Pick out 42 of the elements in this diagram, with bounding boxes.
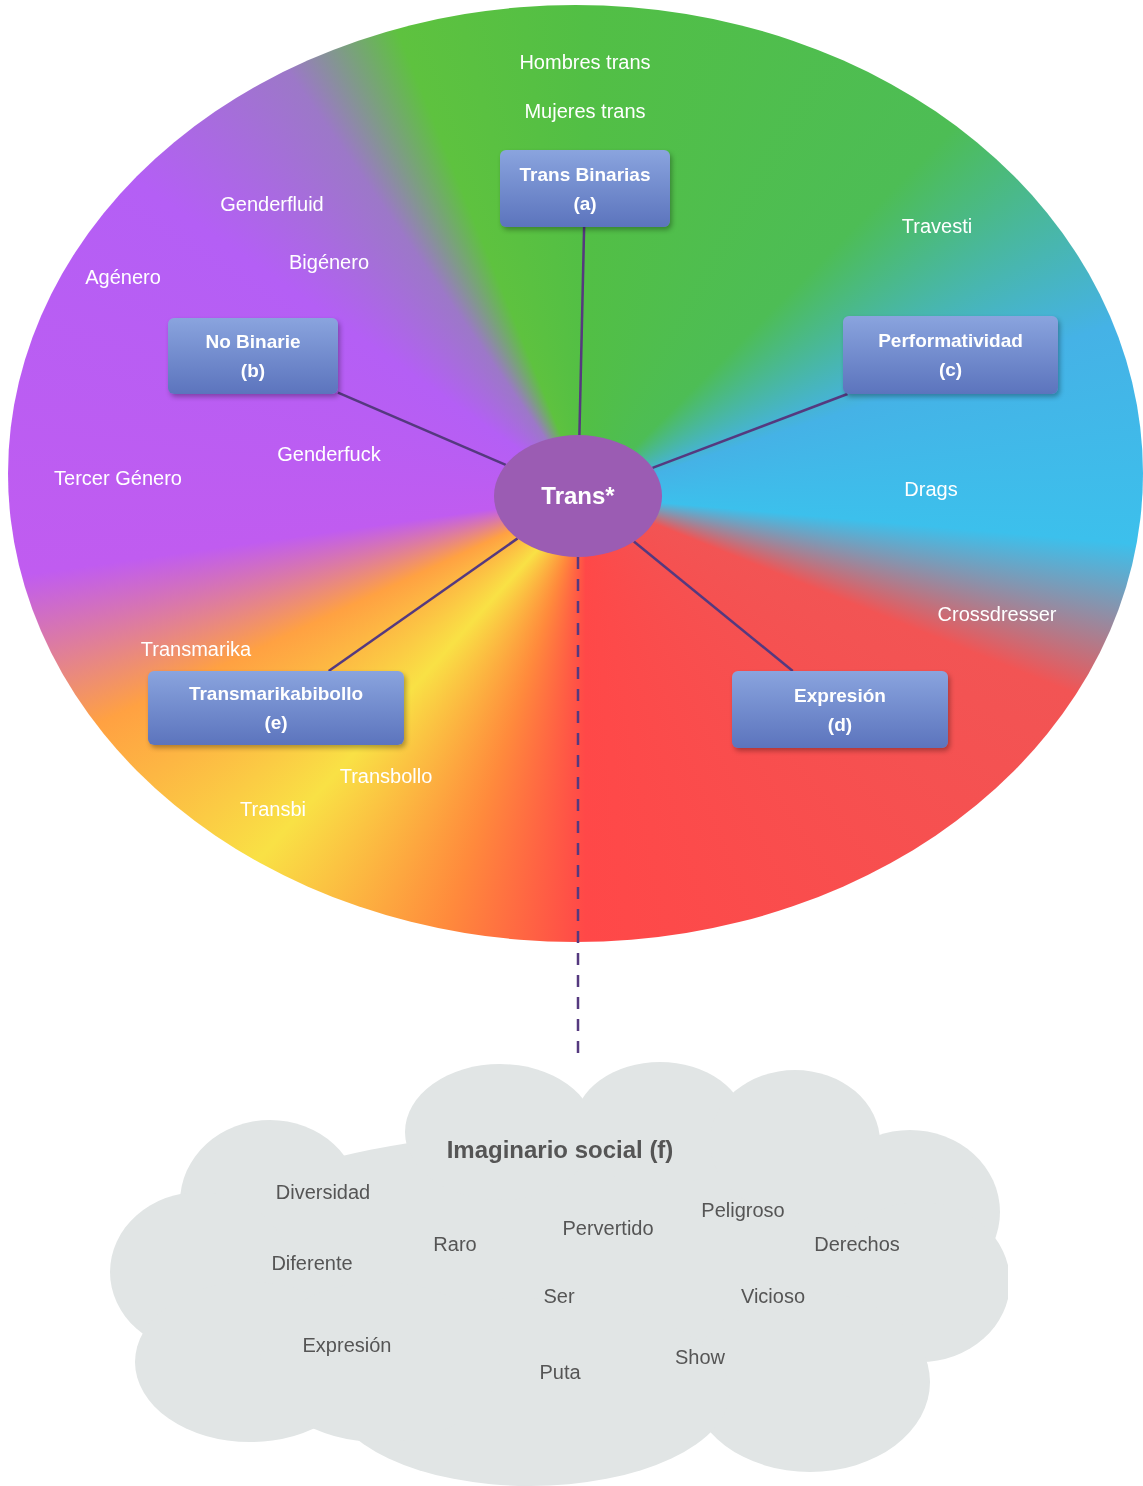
- term-label: Transbi: [240, 797, 306, 822]
- connector-line: [578, 226, 586, 436]
- term-label: Puta: [539, 1360, 581, 1385]
- category-box: [148, 671, 404, 745]
- category-label: No Binarie (b): [204, 330, 302, 383]
- term-label: Genderfuck: [277, 442, 381, 467]
- connector-line: [633, 540, 794, 672]
- category-label: Trans Binarias (a): [518, 162, 652, 216]
- category-box: [500, 150, 670, 227]
- term-label: Derechos: [814, 1232, 900, 1257]
- category-box: [843, 316, 1058, 394]
- term-label: Ser: [543, 1284, 575, 1309]
- category-label: Transmarikabibollo (e): [187, 682, 365, 735]
- term-label: Show: [675, 1345, 725, 1370]
- term-label: Mujeres trans: [524, 99, 646, 124]
- term-label: Crossdresser: [937, 602, 1057, 627]
- term-label: Vicioso: [740, 1284, 806, 1309]
- term-label: Transbollo: [339, 764, 433, 789]
- center-ellipse: [494, 435, 662, 557]
- term-label: Diferente: [271, 1251, 353, 1276]
- connector-line: [652, 392, 848, 469]
- term-label: Genderfluid: [220, 192, 324, 217]
- term-label: Diversidad: [275, 1180, 371, 1205]
- term-label: Transmarika: [140, 637, 252, 662]
- term-label: Expresión: [302, 1333, 392, 1358]
- category-box: [168, 318, 338, 394]
- term-label: Raro: [433, 1232, 477, 1257]
- connector-line: [328, 537, 519, 673]
- term-label: Agénero: [85, 265, 161, 290]
- term-label: Travesti: [901, 214, 973, 239]
- center-label: Trans*: [541, 481, 615, 511]
- term-label: Pervertido: [562, 1216, 654, 1241]
- cloud-heading: Imaginario social (f): [445, 1135, 675, 1165]
- category-label: Expresión (d): [793, 683, 887, 737]
- category-label: Performatividad (c): [877, 329, 1024, 382]
- term-label: Tercer Género: [54, 466, 182, 491]
- term-label: Bigénero: [288, 250, 370, 275]
- category-box: [732, 671, 948, 748]
- term-label: Drags: [904, 477, 958, 502]
- term-label: Hombres trans: [519, 50, 651, 75]
- connector-line: [337, 391, 507, 467]
- term-label: Peligroso: [701, 1198, 785, 1223]
